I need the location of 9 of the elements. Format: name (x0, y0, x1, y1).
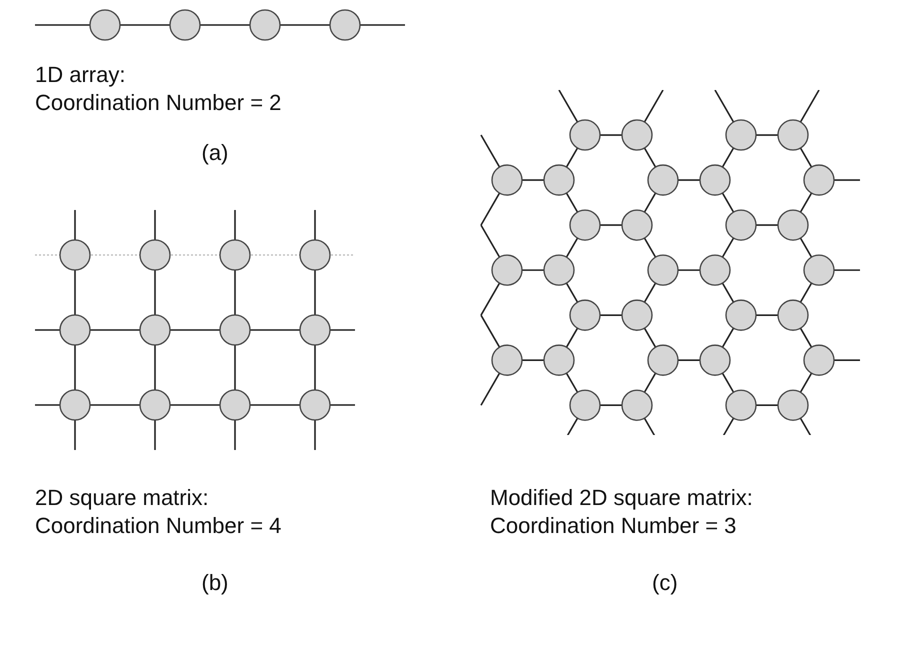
panel-label: (b) (202, 570, 228, 596)
caption-text: Coordination Number = 2 (35, 90, 282, 116)
panel-label: (a) (202, 140, 228, 166)
caption-text: Coordination Number = 3 (490, 513, 736, 539)
panel-label: (c) (652, 570, 678, 596)
caption-text: 1D array: (35, 62, 126, 88)
caption-text: 2D square matrix: (35, 485, 209, 511)
caption-text: Modified 2D square matrix: (490, 485, 753, 511)
caption-text: Coordination Number = 4 (35, 513, 282, 539)
